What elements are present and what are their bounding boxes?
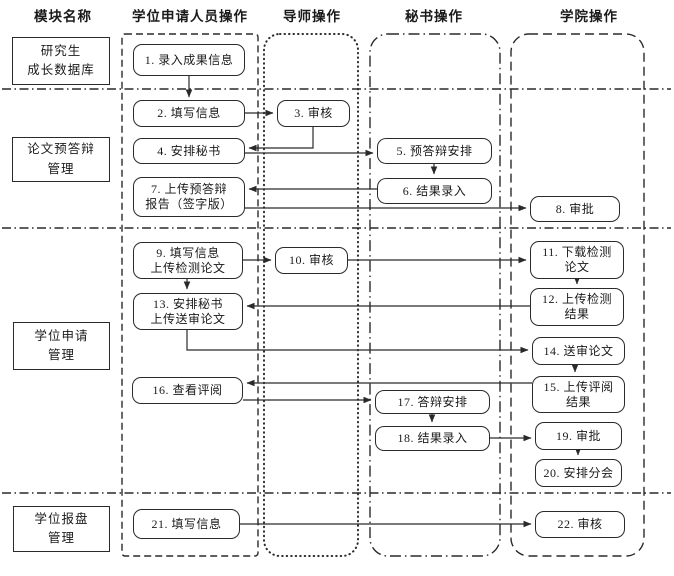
step-box-6: 6. 结果录入 bbox=[377, 178, 492, 204]
column-header-secretary: 秘书操作 bbox=[405, 9, 463, 24]
step-box-11: 11. 下载检测 论文 bbox=[530, 241, 624, 279]
step-box-7: 7. 上传预答辩 报告（签字版） bbox=[133, 177, 245, 217]
step-box-10: 10. 审核 bbox=[275, 247, 348, 274]
lane-college-border bbox=[510, 33, 645, 557]
column-header-applicant: 学位申请人员操作 bbox=[132, 9, 248, 24]
edge-3-4 bbox=[248, 127, 314, 152]
step-box-22: 22. 审核 bbox=[535, 511, 625, 538]
module-box-predefense-mgmt: 论文预答辩 管理 bbox=[12, 137, 110, 182]
edge-13-14 bbox=[186, 330, 529, 354]
column-header-college: 学院操作 bbox=[560, 9, 618, 24]
module-box-reporting-mgmt: 学位报盘 管理 bbox=[13, 506, 110, 552]
step-box-21: 21. 填写信息 bbox=[133, 509, 240, 539]
step-box-17: 17. 答辩安排 bbox=[375, 390, 490, 414]
step-box-12: 12. 上传检测 结果 bbox=[530, 288, 624, 326]
step-box-20: 20. 安排分会 bbox=[535, 459, 622, 487]
step-box-3: 3. 审核 bbox=[277, 100, 350, 127]
lane-supervisor-border bbox=[263, 33, 359, 557]
step-box-19: 19. 审批 bbox=[535, 422, 622, 450]
step-box-8: 8. 审批 bbox=[530, 196, 620, 222]
module-box-growth-database: 研究生 成长数据库 bbox=[12, 37, 110, 85]
step-box-4: 4. 安排秘书 bbox=[133, 138, 245, 164]
column-header-module: 模块名称 bbox=[34, 9, 92, 24]
step-box-9: 9. 填写信息 上传检测论文 bbox=[133, 242, 243, 279]
step-box-16: 16. 查看评阅 bbox=[132, 377, 243, 404]
step-box-2: 2. 填写信息 bbox=[133, 100, 245, 127]
module-box-application-mgmt: 学位申请 管理 bbox=[13, 322, 110, 370]
step-box-18: 18. 结果录入 bbox=[375, 426, 490, 451]
step-box-13: 13. 安排秘书 上传送审论文 bbox=[133, 293, 243, 330]
step-box-1: 1. 录入成果信息 bbox=[133, 44, 245, 76]
step-box-14: 14. 送审论文 bbox=[532, 337, 625, 365]
lane-applicant-border bbox=[121, 33, 259, 557]
lane-secretary-border bbox=[369, 33, 501, 557]
column-header-supervisor: 导师操作 bbox=[283, 9, 341, 24]
step-box-15: 15. 上传评阅 结果 bbox=[532, 376, 625, 413]
step-box-5: 5. 预答辩安排 bbox=[377, 138, 492, 164]
